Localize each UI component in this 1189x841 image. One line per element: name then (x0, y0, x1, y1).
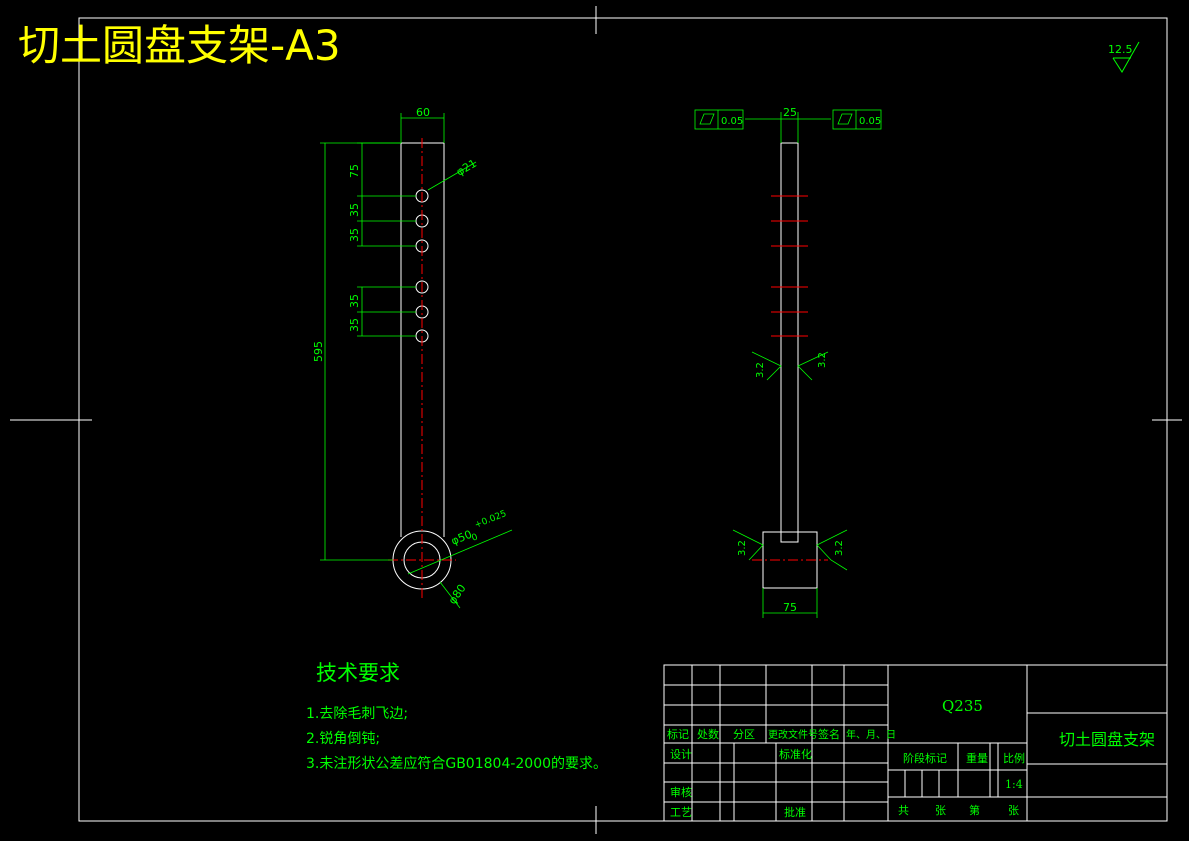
sheet-frame (10, 6, 1182, 834)
roughness-low-right-value: 3.2 (834, 540, 845, 556)
front-view-dim-labels: 60 75 35 35 35 35 595 φ21 φ50 +0.025 0 φ… (312, 106, 508, 607)
side-view-hole-marks (752, 195, 828, 561)
tb-header-count: 处数 (697, 728, 719, 741)
tb-part-name: 切土圆盘支架 (1059, 730, 1155, 749)
tb-header-sign: 签名 (818, 727, 840, 741)
side-base-width-label: 75 (783, 601, 797, 614)
front-view: 60 75 35 35 35 35 595 φ21 φ50 +0.025 0 φ… (312, 106, 513, 609)
tb-sheets-unit-1: 张 (935, 804, 946, 817)
title-block: 标记 处数 分区 更改文件号 签名 年、月、日 设计 标准化 审核 工艺 批准 … (663, 664, 1168, 822)
drawing-title: 切土圆盘支架-A3 (18, 21, 341, 70)
front-top-label: 75 (348, 164, 361, 178)
tech-heading: 技术要求 (316, 661, 400, 685)
tb-design: 设计 (670, 748, 692, 761)
tb-review: 审核 (670, 785, 692, 799)
front-spacing-label-2: 35 (348, 228, 361, 242)
front-width-label: 60 (416, 106, 430, 119)
tb-weight: 重量 (966, 751, 988, 765)
tb-header-mark: 标记 (667, 727, 689, 741)
side-width-label: 25 (783, 106, 797, 119)
front-view-centerlines (388, 138, 456, 600)
tech-item-3: 3.未注形状公差应符合GB01804-2000的要求。 (306, 755, 607, 772)
flatness-right-value: 0.05 (859, 116, 881, 127)
roughness-general-symbol: 12.5 (1108, 41, 1140, 73)
front-view-dimensions (320, 113, 513, 609)
side-view: 25 0.05 0.05 3.2 3.2 3.2 3.2 75 (694, 106, 882, 618)
front-bore-dia-label: φ50 (449, 528, 474, 548)
tb-sheets-current: 第 (969, 803, 980, 817)
front-total-length-label: 595 (312, 341, 325, 362)
tech-item-2: 2.锐角倒钝; (306, 731, 380, 747)
front-spacing-label-1: 35 (348, 203, 361, 217)
roughness-mid-right-value: 3.2 (817, 352, 828, 368)
front-spacing-label-4: 35 (348, 318, 361, 332)
tb-sheets-total: 共 (898, 804, 909, 817)
technical-requirements: 技术要求 1.去除毛刺飞边; 2.锐角倒钝; 3.未注形状公差应符合GB0180… (306, 661, 607, 772)
tb-approve: 批准 (784, 805, 806, 819)
title-block-grid (663, 664, 1168, 822)
tb-stage-mark: 阶段标记 (903, 751, 947, 765)
front-outer-dia-label: φ80 (446, 582, 469, 607)
tech-item-1: 1.去除毛刺飞边; (306, 706, 408, 722)
tb-header-change-doc: 更改文件号 (768, 728, 818, 741)
side-view-dim-labels: 25 0.05 0.05 3.2 3.2 3.2 3.2 75 (721, 106, 881, 614)
front-bore-tol-upper: +0.025 (473, 509, 508, 531)
flatness-left-value: 0.05 (721, 116, 743, 127)
title-block-text: 标记 处数 分区 更改文件号 签名 年、月、日 设计 标准化 审核 工艺 批准 … (667, 697, 1155, 819)
tb-sheets-unit-2: 张 (1008, 804, 1019, 817)
tb-material: Q235 (942, 697, 983, 715)
roughness-mid-left-value: 3.2 (755, 362, 766, 378)
front-bore-tol-lower: 0 (470, 532, 479, 544)
front-spacing-label-3: 35 (348, 294, 361, 308)
tb-header-date: 年、月、日 (846, 728, 896, 741)
side-view-outline (762, 142, 818, 589)
tb-process: 工艺 (670, 806, 692, 819)
tb-standardize: 标准化 (779, 747, 812, 761)
front-hole-dia-label: φ21 (454, 157, 479, 179)
roughness-general-value: 12.5 (1108, 43, 1133, 56)
tb-scale-label: 比例 (1003, 751, 1025, 765)
tb-header-zone: 分区 (733, 728, 755, 741)
tb-scale-value: 1:4 (1005, 778, 1023, 791)
side-view-dimensions (694, 109, 882, 618)
roughness-low-left-value: 3.2 (737, 540, 748, 556)
